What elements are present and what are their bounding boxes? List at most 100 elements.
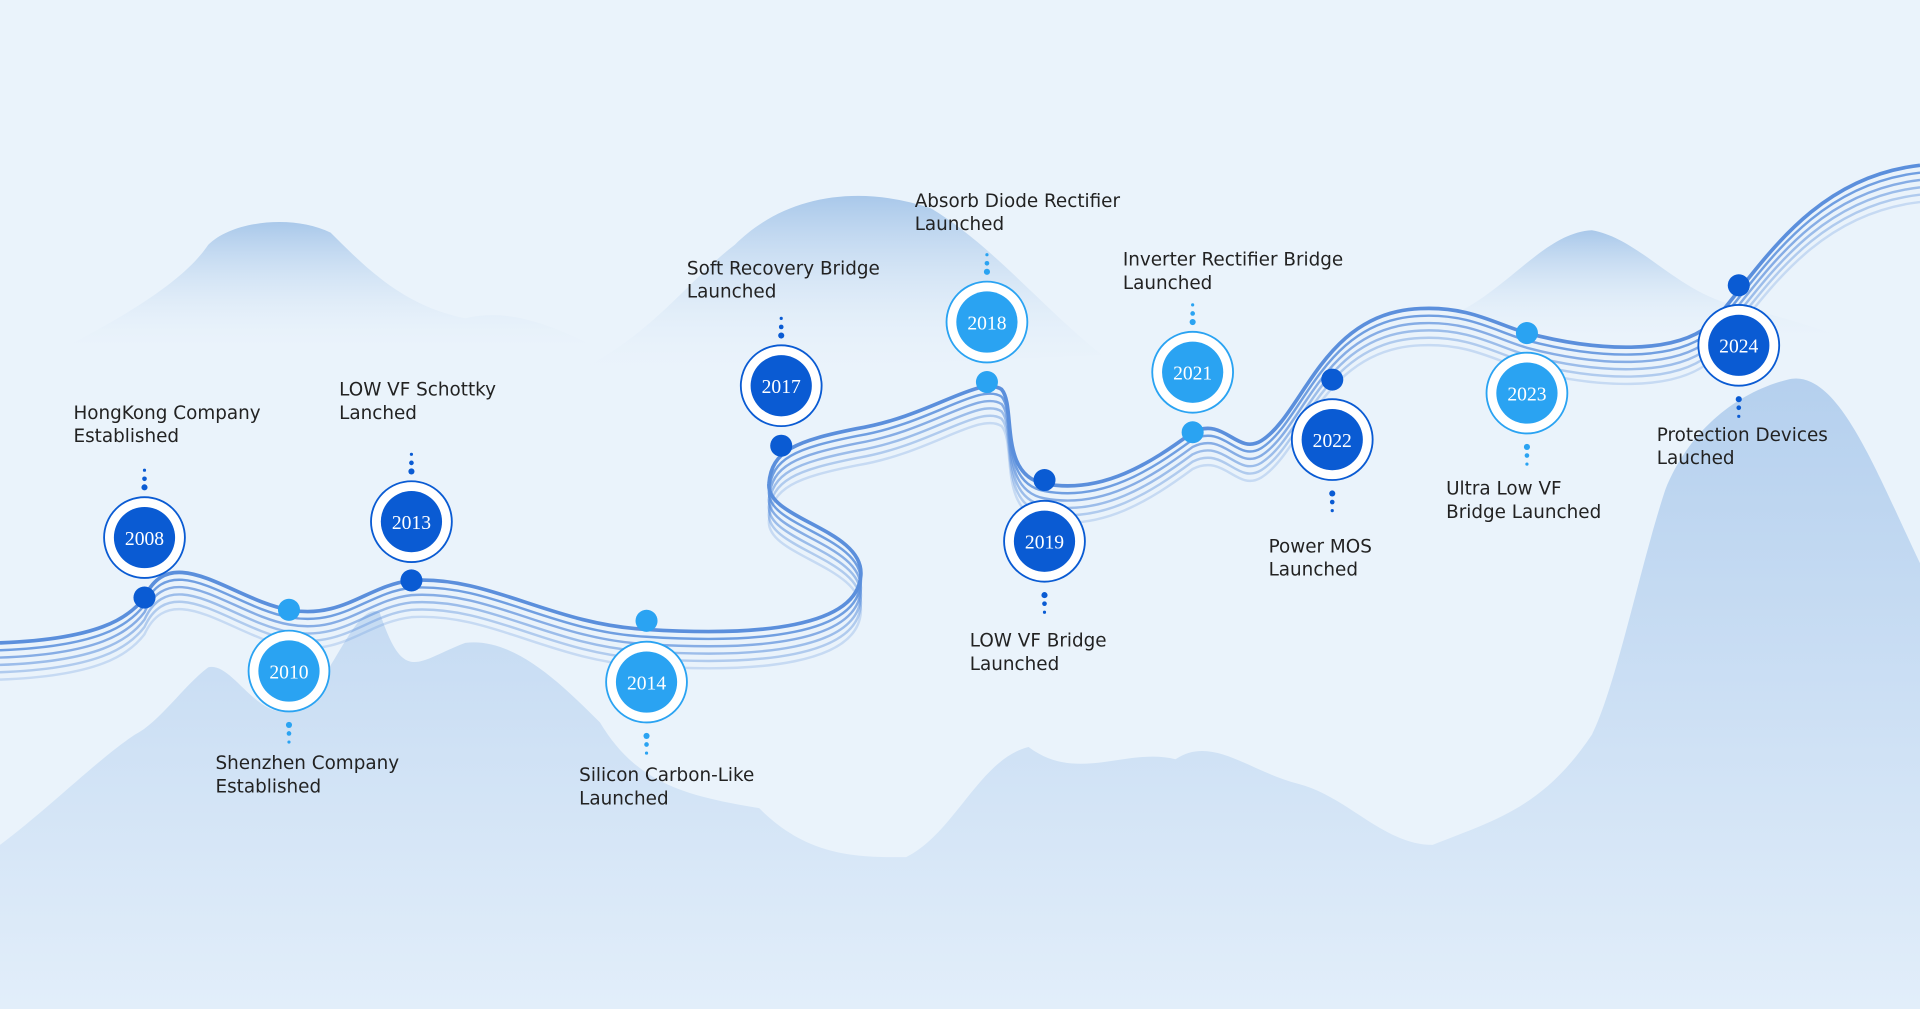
year-badge (258, 640, 320, 702)
year-label: 2024 (1719, 337, 1758, 358)
connector-dot (1523, 443, 1530, 451)
connector-dot (779, 316, 783, 320)
timeline-dot (1515, 322, 1538, 345)
connector-dot (1330, 509, 1334, 513)
connector-dot (1736, 405, 1742, 411)
timeline-dot (975, 371, 998, 394)
timeline-dot (1321, 368, 1344, 391)
connector-dot (285, 721, 293, 728)
description-line: Established (216, 776, 322, 797)
description-line: Launched (579, 789, 668, 810)
timeline-strand (0, 163, 1920, 645)
connector-dot (644, 751, 649, 755)
background-mountains-near (0, 378, 1920, 1009)
year-badge (1162, 341, 1224, 403)
year-badge (380, 491, 443, 553)
year-badge (1708, 314, 1770, 376)
description-line: Shenzhen Company (216, 753, 400, 774)
connector-dot (142, 468, 147, 472)
description-line: LOW VF Bridge (970, 631, 1107, 652)
description-line: Launched (1269, 560, 1358, 581)
description-line: Launched (915, 214, 1004, 235)
year-label: 2017 (762, 377, 801, 398)
connector-dot (1737, 414, 1741, 418)
year-label: 2019 (1025, 533, 1064, 554)
description-line: Power MOS (1269, 536, 1372, 557)
connector-dot (1329, 490, 1336, 497)
connector-dot (141, 484, 148, 491)
year-badge (113, 506, 176, 569)
connector-dot (1735, 396, 1742, 403)
year-badge (956, 291, 1018, 353)
connector-dot (1042, 601, 1047, 607)
year-label: 2013 (392, 513, 431, 534)
timeline-dot (133, 586, 156, 609)
connector-dot (1329, 499, 1335, 505)
connector-dot (1191, 303, 1195, 307)
timeline-strand (0, 193, 1920, 674)
connector-dot (983, 268, 990, 275)
description-line: Ultra Low VF (1446, 479, 1561, 500)
description-line: Bridge Launched (1446, 502, 1601, 523)
connector-dot (1190, 311, 1195, 316)
year-label: 2018 (967, 313, 1006, 334)
year-badge (1013, 510, 1076, 572)
connector-dot (778, 324, 784, 330)
connector-dot (778, 332, 785, 339)
year-badge (750, 355, 812, 417)
year-label: 2022 (1313, 431, 1352, 452)
timeline-dot (400, 569, 423, 592)
description-line: LOW VF Schottky (339, 380, 496, 401)
description-line: Launched (970, 654, 1059, 675)
timeline-dot (1181, 421, 1204, 444)
description-line: Soft Recovery Bridge (687, 258, 880, 279)
year-label: 2023 (1507, 384, 1546, 405)
connector-dot (287, 740, 291, 744)
year-badge (615, 651, 678, 713)
connector-dot (1524, 453, 1530, 458)
description-line: Lanched (339, 403, 417, 424)
timeline-strand (0, 171, 1920, 652)
description-line: HongKong Company (73, 403, 260, 424)
connector-dot (286, 731, 292, 736)
timeline-path (0, 163, 1920, 681)
timeline-strand (0, 186, 1920, 667)
timeline-dot (770, 434, 793, 457)
description-line: Inverter Rectifier Bridge (1123, 250, 1343, 271)
timeline-dot (1033, 468, 1056, 492)
milestone-description: Power MOS Launched (1269, 536, 1372, 580)
connector-dot (1041, 592, 1048, 599)
connector-dot (142, 476, 147, 482)
description-line: Protection Devices (1657, 425, 1828, 446)
connector-dot (984, 260, 990, 266)
description-line: Established (73, 426, 179, 447)
timeline-dot (1727, 274, 1750, 297)
description-line: Lauched (1657, 448, 1735, 469)
year-label: 2021 (1173, 364, 1212, 385)
description-line: Silicon Carbon-Like (579, 765, 754, 786)
year-label: 2014 (627, 673, 666, 694)
